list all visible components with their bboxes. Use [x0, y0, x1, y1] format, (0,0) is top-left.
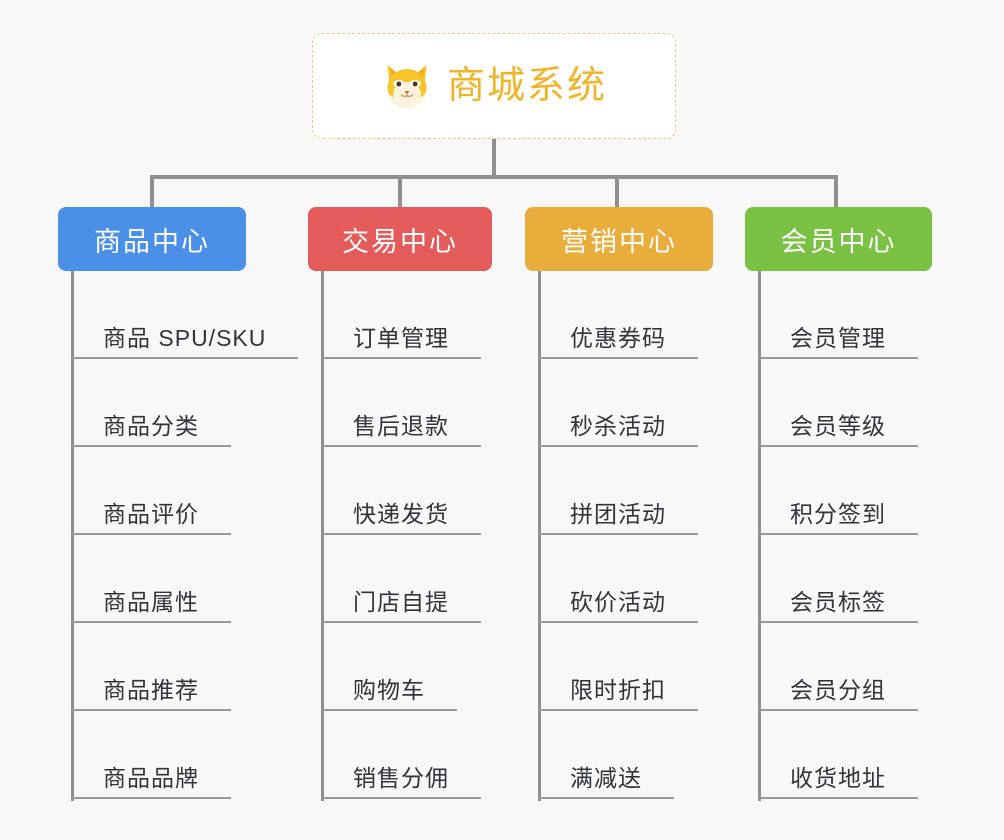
category-header-2[interactable]: 交易中心: [308, 207, 492, 271]
leaf-label: 订单管理: [353, 324, 449, 351]
leaf-label: 满减送: [570, 764, 642, 791]
connector-drop-营销中心: [615, 175, 619, 208]
category-header-3[interactable]: 营销中心: [525, 207, 713, 271]
leaf-item[interactable]: 快递发货: [321, 447, 481, 535]
leaf-item[interactable]: 积分签到: [758, 447, 918, 535]
leaf-item[interactable]: 购物车: [321, 623, 481, 711]
leaf-label: 限时折扣: [570, 676, 666, 703]
leaf-item[interactable]: 满减送: [538, 711, 698, 799]
category-header-4[interactable]: 会员中心: [745, 207, 932, 271]
leaf-item[interactable]: 商品分类: [71, 359, 298, 447]
leaf-item[interactable]: 会员等级: [758, 359, 918, 447]
leaf-item[interactable]: 限时折扣: [538, 623, 698, 711]
leaf-label: 积分签到: [790, 500, 886, 527]
root-node[interactable]: 商城系统: [312, 33, 676, 139]
connector-root-stem: [492, 139, 496, 178]
leaf-item[interactable]: 会员管理: [758, 271, 918, 359]
leaf-label: 门店自提: [353, 588, 449, 615]
leaf-list-3: 优惠券码 秒杀活动 拼团活动 砍价活动 限时折扣 满减送: [538, 271, 698, 799]
category-column-2: 交易中心: [308, 207, 492, 271]
leaf-item[interactable]: 销售分佣: [321, 711, 481, 799]
leaf-label: 商品品牌: [103, 764, 199, 791]
leaf-label: 拼团活动: [570, 500, 666, 527]
shiba-dog-face-icon: [387, 64, 427, 108]
connector-spine-4: [758, 271, 761, 801]
connector-spine-1: [71, 271, 74, 801]
leaf-item[interactable]: 优惠券码: [538, 271, 698, 359]
connector-horizontal-bus: [150, 175, 838, 179]
leaf-item[interactable]: 商品 SPU/SKU: [71, 271, 299, 359]
category-column-3: 营销中心: [525, 207, 713, 271]
leaf-item[interactable]: 收货地址: [758, 711, 918, 799]
connector-spine-2: [321, 271, 324, 801]
root-title: 商城系统: [446, 65, 607, 107]
leaf-item[interactable]: 会员标签: [758, 535, 918, 623]
leaf-label: 收货地址: [790, 764, 886, 791]
leaf-item[interactable]: 秒杀活动: [538, 359, 698, 447]
connector-drop-交易中心: [398, 175, 402, 208]
leaf-label: 商品分类: [103, 412, 199, 439]
leaf-label: 销售分佣: [353, 764, 449, 791]
leaf-item[interactable]: 商品属性: [71, 535, 298, 623]
leaf-label: 商品 SPU/SKU: [103, 324, 267, 351]
leaf-label: 会员标签: [790, 588, 886, 615]
leaf-label: 会员管理: [790, 324, 886, 351]
leaf-item[interactable]: 门店自提: [321, 535, 481, 623]
leaf-label: 商品属性: [103, 588, 199, 615]
leaf-label: 商品推荐: [103, 676, 199, 703]
category-column-1: 商品中心: [58, 207, 246, 271]
leaf-item[interactable]: 订单管理: [321, 271, 481, 359]
leaf-label: 砍价活动: [570, 588, 666, 615]
leaf-label: 优惠券码: [570, 324, 666, 351]
leaf-item[interactable]: 拼团活动: [538, 447, 698, 535]
leaf-label: 购物车: [353, 676, 425, 703]
leaf-label: 秒杀活动: [570, 412, 666, 439]
leaf-item[interactable]: 商品推荐: [71, 623, 298, 711]
leaf-item[interactable]: 商品评价: [71, 447, 298, 535]
leaf-label: 会员等级: [790, 412, 886, 439]
leaf-list-4: 会员管理 会员等级 积分签到 会员标签 会员分组 收货地址: [758, 271, 918, 799]
leaf-label: 会员分组: [790, 676, 886, 703]
leaf-list-2: 订单管理 售后退款 快递发货 门店自提 购物车 销售分佣: [321, 271, 481, 799]
leaf-list-1: 商品 SPU/SKU 商品分类 商品评价 商品属性 商品推荐 商品品牌: [71, 271, 299, 799]
leaf-label: 快递发货: [353, 500, 449, 527]
category-column-4: 会员中心: [745, 207, 932, 271]
leaf-label: 售后退款: [353, 412, 449, 439]
connector-spine-3: [538, 271, 541, 801]
connector-drop-会员中心: [834, 175, 838, 208]
leaf-item[interactable]: 商品品牌: [71, 711, 298, 799]
leaf-label: 商品评价: [103, 500, 199, 527]
category-header-1[interactable]: 商品中心: [58, 207, 246, 271]
leaf-item[interactable]: 会员分组: [758, 623, 918, 711]
connector-drop-商品中心: [150, 175, 154, 208]
leaf-item[interactable]: 售后退款: [321, 359, 481, 447]
leaf-item[interactable]: 砍价活动: [538, 535, 698, 623]
